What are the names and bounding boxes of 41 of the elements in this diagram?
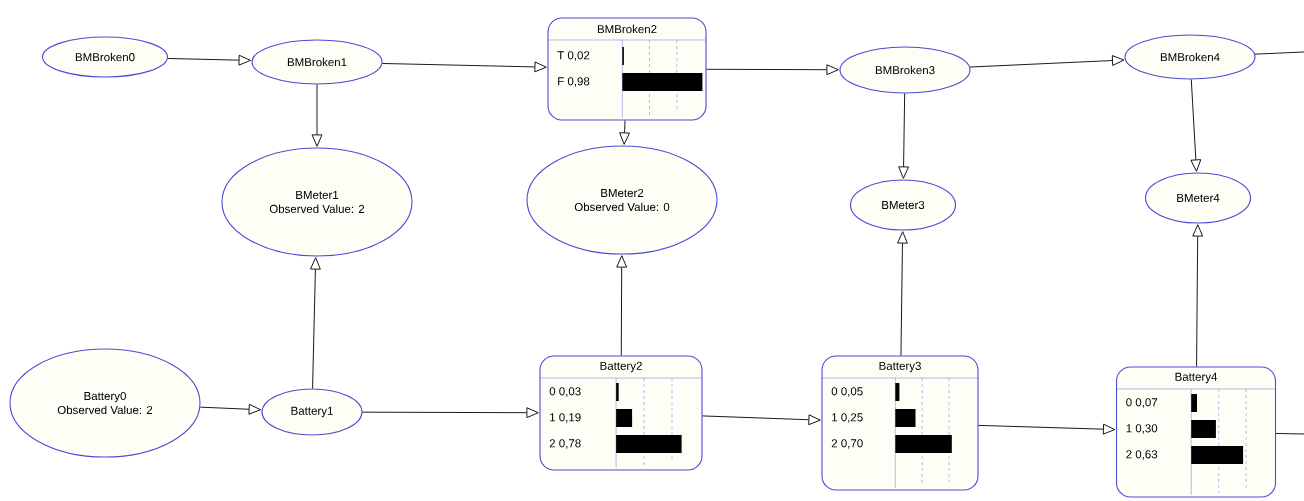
probability-row: F 0,98 bbox=[558, 77, 590, 87]
node-title: Battery4 bbox=[1175, 372, 1218, 384]
ellipse-node: BMeter2 Observed Value: 0 bbox=[526, 145, 718, 255]
ellipse-node: BMBroken4 bbox=[1124, 34, 1256, 80]
probability-row: 2 0,63 bbox=[1126, 450, 1158, 460]
probability-row: 2 0,70 bbox=[831, 439, 863, 449]
ellipse-node: BMBroken1 bbox=[251, 39, 383, 85]
arrow bbox=[310, 257, 321, 389]
arrow bbox=[1190, 79, 1202, 172]
ellipse-node: BMBroken3 bbox=[839, 46, 971, 94]
ellipse-node: Battery0 Observed Value: 2 bbox=[9, 348, 201, 458]
ellipse-node: BMeter1 Observed Value: 2 bbox=[221, 147, 413, 257]
arrow bbox=[619, 120, 630, 145]
arrow bbox=[311, 84, 323, 147]
probability-row: 1 0,30 bbox=[1126, 424, 1158, 434]
arrow bbox=[167, 54, 251, 66]
arrow bbox=[616, 255, 628, 356]
arrow bbox=[897, 231, 908, 356]
probability-row: 1 0,25 bbox=[832, 413, 863, 423]
probability-row: 0 0,07 bbox=[1126, 398, 1158, 408]
probability-row: 0 0,03 bbox=[549, 387, 581, 397]
ellipse-node: BMBroken0 bbox=[41, 36, 169, 78]
arrow bbox=[199, 403, 261, 415]
arrow bbox=[898, 93, 909, 179]
node-title: Battery3 bbox=[879, 361, 921, 373]
arrow bbox=[978, 423, 1116, 435]
ellipse-node: BMeter3 bbox=[849, 179, 957, 231]
arrow bbox=[969, 55, 1125, 68]
probability-row: T 0,02 bbox=[557, 51, 590, 61]
arrow bbox=[381, 61, 547, 73]
ellipse-node: BMeter4 bbox=[1144, 172, 1252, 224]
arrow bbox=[702, 414, 821, 426]
arrow bbox=[362, 407, 539, 419]
probability-row: 0 0,05 bbox=[831, 387, 863, 397]
arrow bbox=[706, 64, 839, 76]
node-title: Battery2 bbox=[600, 361, 642, 373]
probability-row: 1 0,19 bbox=[550, 413, 581, 423]
node-title: BMBroken2 bbox=[597, 24, 657, 34]
probability-row: 2 0,78 bbox=[549, 439, 581, 449]
ellipse-node: Battery1 bbox=[261, 388, 363, 436]
arrow bbox=[1192, 224, 1204, 367]
